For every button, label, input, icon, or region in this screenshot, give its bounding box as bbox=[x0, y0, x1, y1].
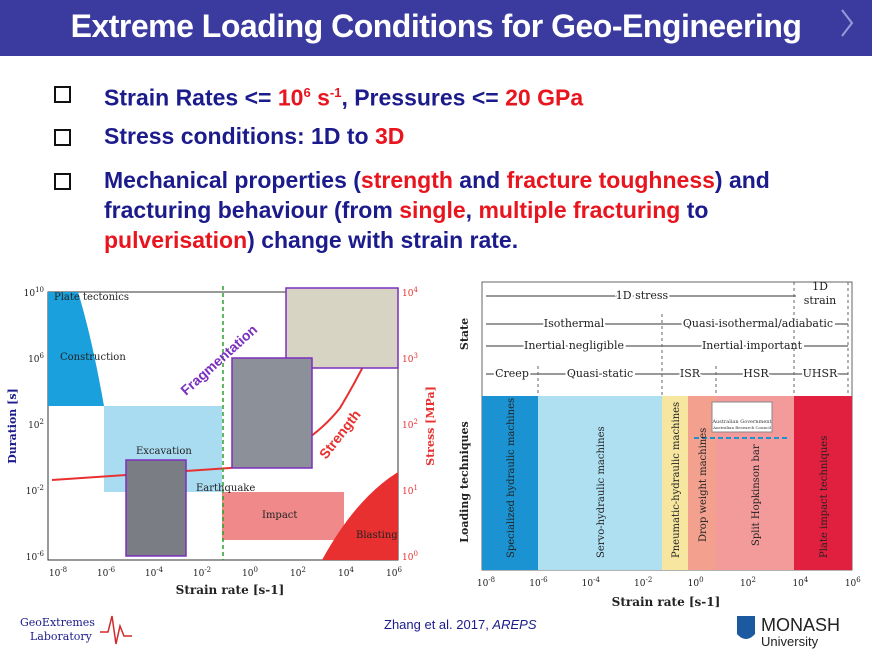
technique-label: Plate impact techniques bbox=[819, 436, 830, 558]
label-1d-strain-b: strain bbox=[804, 294, 836, 307]
right-x-tick: 10-8 bbox=[477, 576, 495, 589]
label-quasi-isothermal: Quasi-isothermal/adiabatic bbox=[683, 317, 833, 330]
label-inertial-negligible: Inertial negligible bbox=[524, 339, 624, 352]
left-x-tick: 104 bbox=[338, 566, 354, 579]
label-isr: ISR bbox=[680, 367, 701, 380]
left-x-tick: 102 bbox=[290, 566, 306, 579]
band-specialized-hydraulic bbox=[482, 396, 538, 570]
technique-label: Servo-hydraulic machines bbox=[596, 426, 607, 558]
technique-label: Drop weight machines bbox=[698, 428, 709, 542]
label-excavation: Excavation bbox=[136, 446, 192, 457]
region-blasting bbox=[322, 472, 398, 560]
right-x-ticks: 10-8 10-6 10-4 10-2 100 102 104 106 bbox=[477, 576, 861, 589]
checkbox-icon bbox=[54, 173, 71, 190]
technique-label: Split Hopkinson bar bbox=[751, 444, 762, 546]
badge-line2: Australian Research Council bbox=[712, 425, 772, 430]
left-x-tick: 10-2 bbox=[193, 566, 211, 579]
checkbox-icon bbox=[54, 129, 71, 146]
svg-text:GeoExtremes: GeoExtremes bbox=[20, 616, 95, 629]
regime-dividers bbox=[537, 282, 849, 396]
label-inertial-important: Inertial important bbox=[702, 339, 803, 352]
band-pneumatic-hydraulic bbox=[662, 396, 688, 570]
right-x-axis-label: Strain rate [s-1] bbox=[612, 595, 721, 609]
svg-text:MONASH: MONASH bbox=[761, 615, 840, 635]
left-y-tick: 1010 bbox=[24, 286, 44, 299]
svg-text:Laboratory: Laboratory bbox=[30, 630, 93, 643]
corner-arrow-icon bbox=[841, 9, 854, 37]
right-y-tick: 101 bbox=[402, 484, 418, 497]
right-x-tick: 104 bbox=[792, 576, 808, 589]
right-y-tick: 102 bbox=[402, 418, 418, 431]
shield-icon bbox=[737, 616, 755, 639]
geoextremes-logo: GeoExtremes Laboratory bbox=[20, 615, 132, 645]
label-impact: Impact bbox=[262, 510, 297, 521]
label-hsr: HSR bbox=[743, 367, 769, 380]
label-earthquake: Earthquake bbox=[196, 483, 255, 494]
checkbox-icon bbox=[54, 86, 71, 103]
left-x-tick: 100 bbox=[242, 566, 258, 579]
band-plate-impact bbox=[794, 396, 852, 570]
monash-logo: MONASH University bbox=[735, 614, 865, 655]
arc-badge bbox=[711, 401, 773, 433]
label-quasi-static: Quasi-static bbox=[567, 367, 633, 380]
label-plate-tectonics: Plate tectonics bbox=[54, 292, 129, 303]
photo-cracked-cylinder bbox=[125, 459, 187, 557]
row-label-state: State bbox=[458, 318, 471, 350]
right-x-tick: 100 bbox=[688, 576, 704, 589]
label-1d-stress: 1D stress bbox=[616, 289, 669, 302]
left-x-ticks: 10-8 10-6 10-4 10-2 100 102 104 106 bbox=[49, 566, 403, 579]
label-construction: Construction bbox=[60, 352, 126, 363]
right-y-tick: 104 bbox=[402, 286, 418, 299]
right-x-tick: 10-6 bbox=[529, 576, 548, 589]
left-y-tick: 10-2 bbox=[26, 484, 44, 497]
right-y-tick: 100 bbox=[402, 550, 418, 563]
label-creep: Creep bbox=[495, 367, 529, 380]
left-x-axis-label: Strain rate [s-1] bbox=[176, 583, 285, 597]
band-drop-weight bbox=[688, 396, 716, 570]
right-y-ticks: 104 103 102 101 100 bbox=[402, 286, 418, 563]
band-servo-hydraulic bbox=[538, 396, 662, 570]
photo-fragmented-rock bbox=[231, 357, 313, 469]
right-y-axis-label: Stress [MPa] bbox=[424, 386, 437, 466]
label-blasting: Blasting bbox=[356, 530, 398, 541]
left-x-tick: 106 bbox=[386, 566, 402, 579]
label-1d-strain-a: 1D bbox=[812, 280, 828, 293]
right-x-tick: 10-4 bbox=[582, 576, 601, 589]
badge-line1: Australian Government bbox=[711, 419, 771, 425]
left-x-tick: 10-6 bbox=[97, 566, 116, 579]
technique-labels: Specialized hydraulic machines Servo-hydr… bbox=[506, 398, 830, 558]
region-plate-tectonics bbox=[48, 292, 104, 406]
left-figure: Plate tectonics Construction Excavation … bbox=[6, 286, 437, 597]
right-x-tick: 10-2 bbox=[634, 576, 652, 589]
right-y-tick: 103 bbox=[402, 352, 418, 365]
label-isothermal: Isothermal bbox=[544, 317, 605, 330]
right-x-tick: 106 bbox=[845, 576, 861, 589]
left-y-tick: 10-6 bbox=[26, 550, 45, 563]
technique-label: Pneumatic-hydraulic machines bbox=[671, 402, 682, 558]
left-x-tick: 10-8 bbox=[49, 566, 67, 579]
left-x-tick: 10-4 bbox=[145, 566, 164, 579]
left-y-tick: 102 bbox=[28, 418, 44, 431]
left-y-axis-label: Duration [s] bbox=[6, 388, 19, 464]
right-figure: Australian Government Australian Researc… bbox=[458, 280, 861, 609]
photo-pulverised-rock bbox=[285, 287, 399, 369]
svg-text:University: University bbox=[761, 634, 819, 649]
left-y-ticks: 1010 106 102 10-2 10-6 bbox=[24, 286, 45, 563]
label-uhsr: UHSR bbox=[803, 367, 838, 380]
left-y-tick: 106 bbox=[28, 352, 44, 365]
region-impact bbox=[222, 492, 344, 540]
right-x-tick: 102 bbox=[740, 576, 756, 589]
technique-label: Specialized hydraulic machines bbox=[506, 398, 517, 558]
slide-title: Extreme Loading Conditions for Geo-Engin… bbox=[70, 8, 802, 44]
citation: Zhang et al. 2017, AREPS bbox=[384, 617, 537, 632]
row-label-loading: Loading techniques bbox=[458, 421, 471, 542]
title-bar bbox=[0, 0, 872, 56]
